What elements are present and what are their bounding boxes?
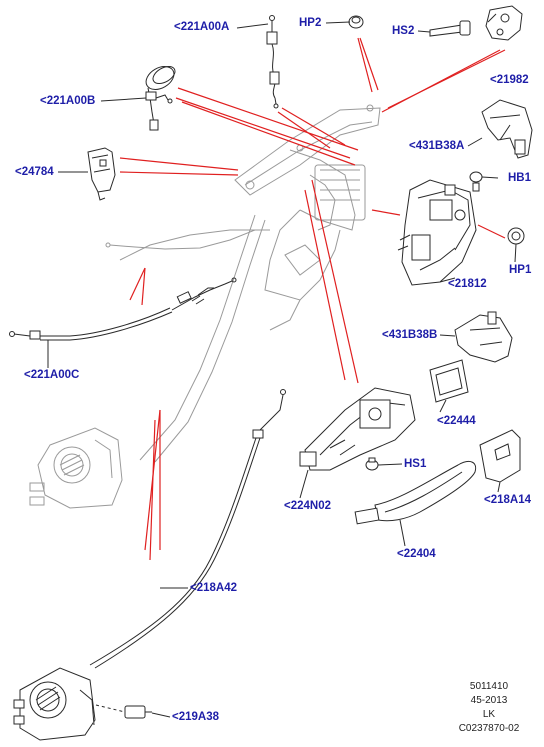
cable-221A00B xyxy=(145,65,176,131)
lock-21812 xyxy=(397,179,477,286)
callout-HP1[interactable]: HP1 xyxy=(509,264,532,276)
callout-221A00B[interactable]: <221A00B xyxy=(40,95,96,107)
callout-22444[interactable]: <22444 xyxy=(437,415,476,427)
footer-line-1: 5011410 xyxy=(469,681,509,692)
callout-221A00C[interactable]: <221A00C xyxy=(24,369,80,381)
cap-218A14 xyxy=(479,429,521,483)
cable-218A42 xyxy=(89,389,286,669)
callout-HS2[interactable]: HS2 xyxy=(392,25,415,37)
cover-431B38B xyxy=(454,311,513,363)
ghost-cable xyxy=(105,229,256,250)
callout-218A14[interactable]: <218A14 xyxy=(484,494,531,506)
callout-218A42[interactable]: <218A42 xyxy=(190,582,237,594)
footer-line-3: LK xyxy=(482,709,496,720)
callout-HP2[interactable]: HP2 xyxy=(299,17,322,29)
callout-219A38[interactable]: <219A38 xyxy=(172,711,219,723)
footer-line-2: 45-2013 xyxy=(470,695,508,706)
cover-431B38A xyxy=(481,99,533,159)
part-21982 xyxy=(485,5,523,41)
handle-22404 xyxy=(354,461,477,525)
callout-224N02[interactable]: <224N02 xyxy=(284,500,331,512)
callout-HB1[interactable]: HB1 xyxy=(508,172,532,184)
bezel-22444 xyxy=(429,359,469,403)
cable-221A00A xyxy=(266,15,280,109)
callout-22404[interactable]: <22404 xyxy=(397,548,436,560)
part-HP2 xyxy=(348,15,364,29)
leader-lines xyxy=(119,37,506,561)
callout-24784[interactable]: <24784 xyxy=(15,166,54,178)
part-HP1 xyxy=(507,227,525,245)
ghost-lower-latch xyxy=(29,427,123,509)
actuator-219A38 xyxy=(13,667,152,741)
callout-HS1[interactable]: HS1 xyxy=(404,458,427,470)
callout-431B38A[interactable]: <431B38A xyxy=(409,140,465,152)
carrier-224N02 xyxy=(299,387,416,471)
callout-431B38B[interactable]: <431B38B xyxy=(382,329,438,341)
footer-line-4: C0237870-02 xyxy=(458,723,520,734)
callout-221A00A[interactable]: <221A00A xyxy=(174,21,230,33)
part-HS2 xyxy=(429,20,471,37)
part-HS1 xyxy=(365,457,379,471)
callout-21982[interactable]: <21982 xyxy=(490,74,529,86)
callout-21812[interactable]: <21812 xyxy=(448,278,487,290)
cable-221A00C xyxy=(9,277,237,341)
clip-24784 xyxy=(87,147,116,201)
